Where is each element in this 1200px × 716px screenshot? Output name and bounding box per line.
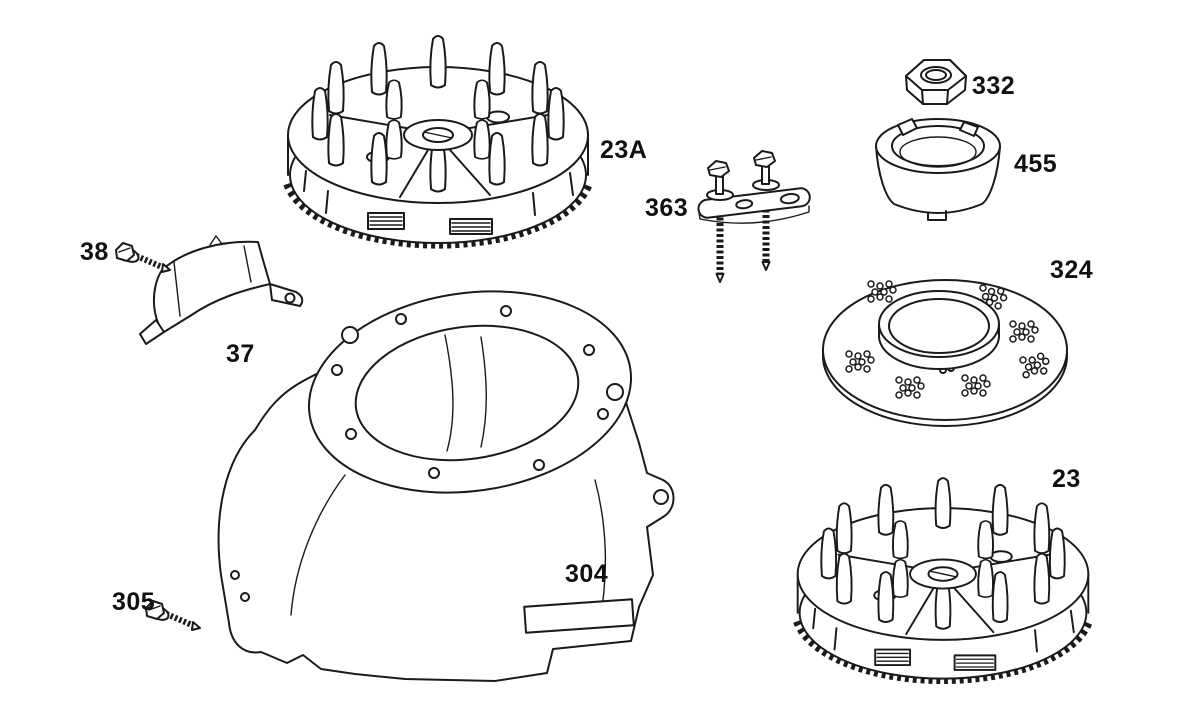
- part-label-363: 363: [645, 194, 689, 222]
- blower-housing-drawing: [217, 290, 675, 682]
- flywheel-puller-drawing: [697, 150, 811, 283]
- rotating-screen-drawing: [822, 279, 1068, 427]
- part-label-38: 38: [80, 238, 109, 266]
- part-label-324: 324: [1050, 256, 1094, 284]
- part-label-23a: 23A: [600, 136, 648, 164]
- cylinder-baffle-drawing: [139, 235, 304, 345]
- part-label-332: 332: [972, 72, 1016, 100]
- part-label-455: 455: [1014, 150, 1058, 178]
- part-label-23: 23: [1052, 465, 1081, 493]
- flywheel-23a-drawing: [278, 5, 598, 265]
- part-label-304: 304: [565, 560, 609, 588]
- flywheel-nut-drawing: [905, 59, 967, 105]
- starter-cup-drawing: [875, 118, 1001, 221]
- part-label-37: 37: [226, 340, 255, 368]
- housing-screw-drawing: [145, 600, 201, 631]
- baffle-screw-drawing: [115, 242, 171, 273]
- part-label-305: 305: [112, 588, 156, 616]
